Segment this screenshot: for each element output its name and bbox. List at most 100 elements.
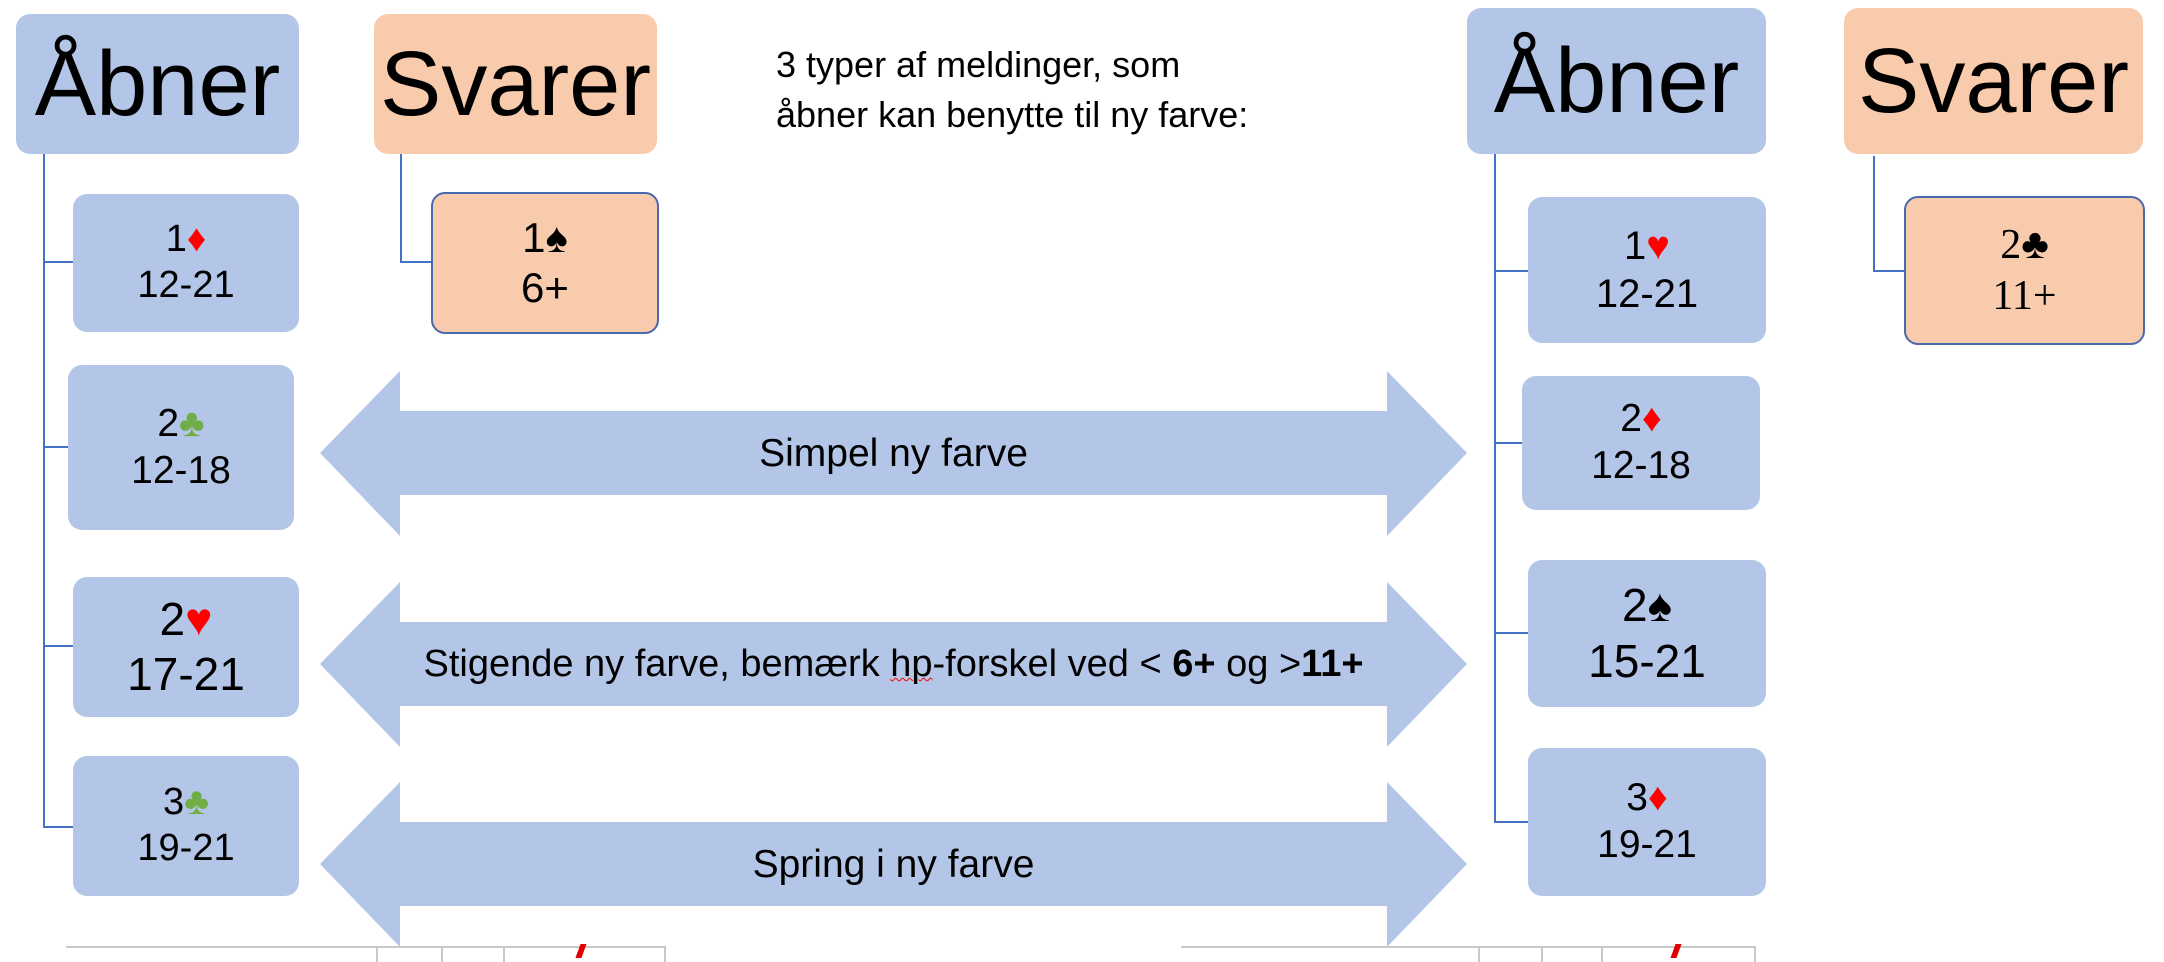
arrow-simple-label: Simpel ny farve	[759, 431, 1028, 475]
diamond-icon: ♦	[1641, 397, 1662, 441]
right-opener-connector-1	[1494, 270, 1528, 272]
table-cell-divider	[1601, 948, 1603, 962]
right-bid-2-range: 12-18	[1591, 444, 1691, 487]
clipped-table-left	[66, 944, 666, 962]
table-cell-divider	[376, 948, 378, 962]
bid-level: 3	[1626, 776, 1648, 820]
right-opener-header: Åbner	[1467, 8, 1766, 154]
right-responder-header: Svarer	[1844, 8, 2143, 154]
left-responder-connector-vertical	[400, 154, 402, 262]
left-opener-connector-3	[43, 645, 73, 647]
left-opener-connector-vertical	[43, 154, 45, 826]
left-opener-connector-1	[43, 261, 73, 263]
arrow-jump: Spring i ny farve	[320, 782, 1467, 947]
right-opener-bid-1: 1♥ 12-21	[1528, 197, 1766, 343]
heart-icon: ♥	[1646, 224, 1670, 268]
left-opener-connector-2	[43, 446, 68, 448]
bid-level: 1	[165, 218, 187, 261]
clipped-table-right	[1181, 944, 1756, 962]
arrow-ascending-label: Stigende ny farve, bemærk hp-forskel ved…	[320, 582, 1467, 747]
left-bid-2-call: 2♣	[157, 401, 204, 448]
bid-level: 3	[162, 781, 185, 824]
left-bid-3-call: 2♥	[160, 592, 213, 647]
diamond-icon: ♦	[186, 218, 207, 261]
spade-icon: ♠	[1647, 579, 1673, 632]
arrow-simple: Simpel ny farve	[320, 371, 1467, 536]
bid-level: 1	[522, 213, 546, 261]
diamond-icon: ♦	[1647, 776, 1668, 820]
left-bid-1-call: 1♦	[166, 217, 207, 263]
right-bid-3-range: 15-21	[1588, 634, 1706, 687]
right-opener-bid-2: 2♦ 12-18	[1522, 376, 1760, 510]
red-mark-icon	[1670, 944, 1682, 958]
table-cell-divider	[503, 948, 505, 962]
left-responder-header: Svarer	[374, 14, 657, 154]
intro-line-1: 3 typer af meldinger, som	[776, 44, 1181, 85]
left-opener-bid-3: 2♥ 17-21	[73, 577, 299, 717]
right-responder-connector-h	[1873, 270, 1904, 272]
bid-level: 2	[2000, 222, 2022, 269]
right-opener-connector-vertical	[1494, 154, 1496, 822]
red-mark-icon	[575, 944, 587, 958]
right-bid-2-call: 2♦	[1620, 396, 1662, 443]
left-bid-3-range: 17-21	[127, 648, 245, 700]
table-cell-divider	[664, 948, 666, 962]
heart-icon: ♥	[185, 592, 213, 645]
left-responder-bid: 1♠ 6+	[431, 192, 659, 334]
table-cell-divider	[1478, 948, 1480, 962]
bold-value: 6+	[1172, 643, 1216, 685]
bid-level: 2	[1620, 397, 1642, 441]
bid-level: 1	[1624, 224, 1647, 268]
left-bid-2-range: 12-18	[131, 448, 231, 492]
bid-level: 2	[159, 592, 186, 645]
right-responder-header-label: Svarer	[1858, 30, 2129, 132]
left-responder-header-label: Svarer	[380, 33, 651, 135]
bid-level: 2	[157, 401, 180, 445]
right-opener-connector-2	[1494, 442, 1522, 444]
right-responder-bid-call: 2♣	[2000, 220, 2049, 270]
right-responder-bid: 2♣ 11+	[1904, 196, 2145, 345]
table-cell-divider	[1541, 948, 1543, 962]
arrow-jump-label: Spring i ny farve	[752, 842, 1035, 886]
left-opener-bid-4: 3♣ 19-21	[73, 756, 299, 896]
right-responder-connector-vertical	[1873, 156, 1875, 270]
intro-line-2: åbner kan benytte til ny farve:	[776, 94, 1249, 135]
bold-value: 11+	[1301, 643, 1364, 685]
right-responder-bid-range: 11+	[1992, 272, 2057, 319]
intro-text: 3 typer af meldinger, som åbner kan beny…	[776, 40, 1248, 140]
spellcheck-word: hp	[890, 643, 933, 685]
right-opener-connector-4	[1494, 821, 1528, 823]
right-bid-3-call: 2♠	[1622, 578, 1672, 633]
left-responder-bid-call: 1♠	[522, 213, 568, 263]
club-icon: ♣	[179, 401, 205, 445]
left-responder-bid-range: 6+	[521, 264, 569, 311]
left-opener-header-label: Åbner	[34, 33, 281, 135]
bid-level: 2	[1621, 579, 1648, 632]
right-bid-4-range: 19-21	[1597, 823, 1697, 866]
left-opener-connector-4	[43, 826, 73, 828]
table-cell-divider	[441, 948, 443, 962]
left-bid-1-range: 12-21	[137, 264, 235, 306]
right-opener-connector-3	[1494, 632, 1528, 634]
double-arrow-shape	[320, 371, 1467, 536]
club-icon: ♣	[184, 781, 210, 824]
double-arrow-shape	[320, 782, 1467, 947]
left-opener-bid-2: 2♣ 12-18	[68, 365, 294, 530]
right-opener-header-label: Åbner	[1493, 30, 1740, 132]
club-icon: ♣	[2021, 222, 2049, 269]
right-opener-bid-3: 2♠ 15-21	[1528, 560, 1766, 707]
right-bid-4-call: 3♦	[1626, 775, 1668, 822]
right-bid-1-range: 12-21	[1595, 272, 1699, 316]
table-cell-divider	[1754, 948, 1756, 962]
left-opener-header: Åbner	[16, 14, 299, 154]
right-opener-bid-4: 3♦ 19-21	[1528, 748, 1766, 896]
left-opener-bid-1: 1♦ 12-21	[73, 194, 299, 332]
arrow-ascending: Stigende ny farve, bemærk hp-forskel ved…	[320, 582, 1467, 747]
text-segment: -forskel ved <	[932, 643, 1173, 685]
right-bid-1-call: 1♥	[1624, 222, 1670, 270]
left-bid-4-range: 19-21	[137, 827, 235, 869]
text-segment: Stigende ny farve, bemærk	[423, 643, 891, 685]
spade-icon: ♠	[545, 213, 568, 261]
double-arrow-shape	[320, 582, 1467, 747]
left-bid-4-call: 3♣	[163, 780, 209, 826]
